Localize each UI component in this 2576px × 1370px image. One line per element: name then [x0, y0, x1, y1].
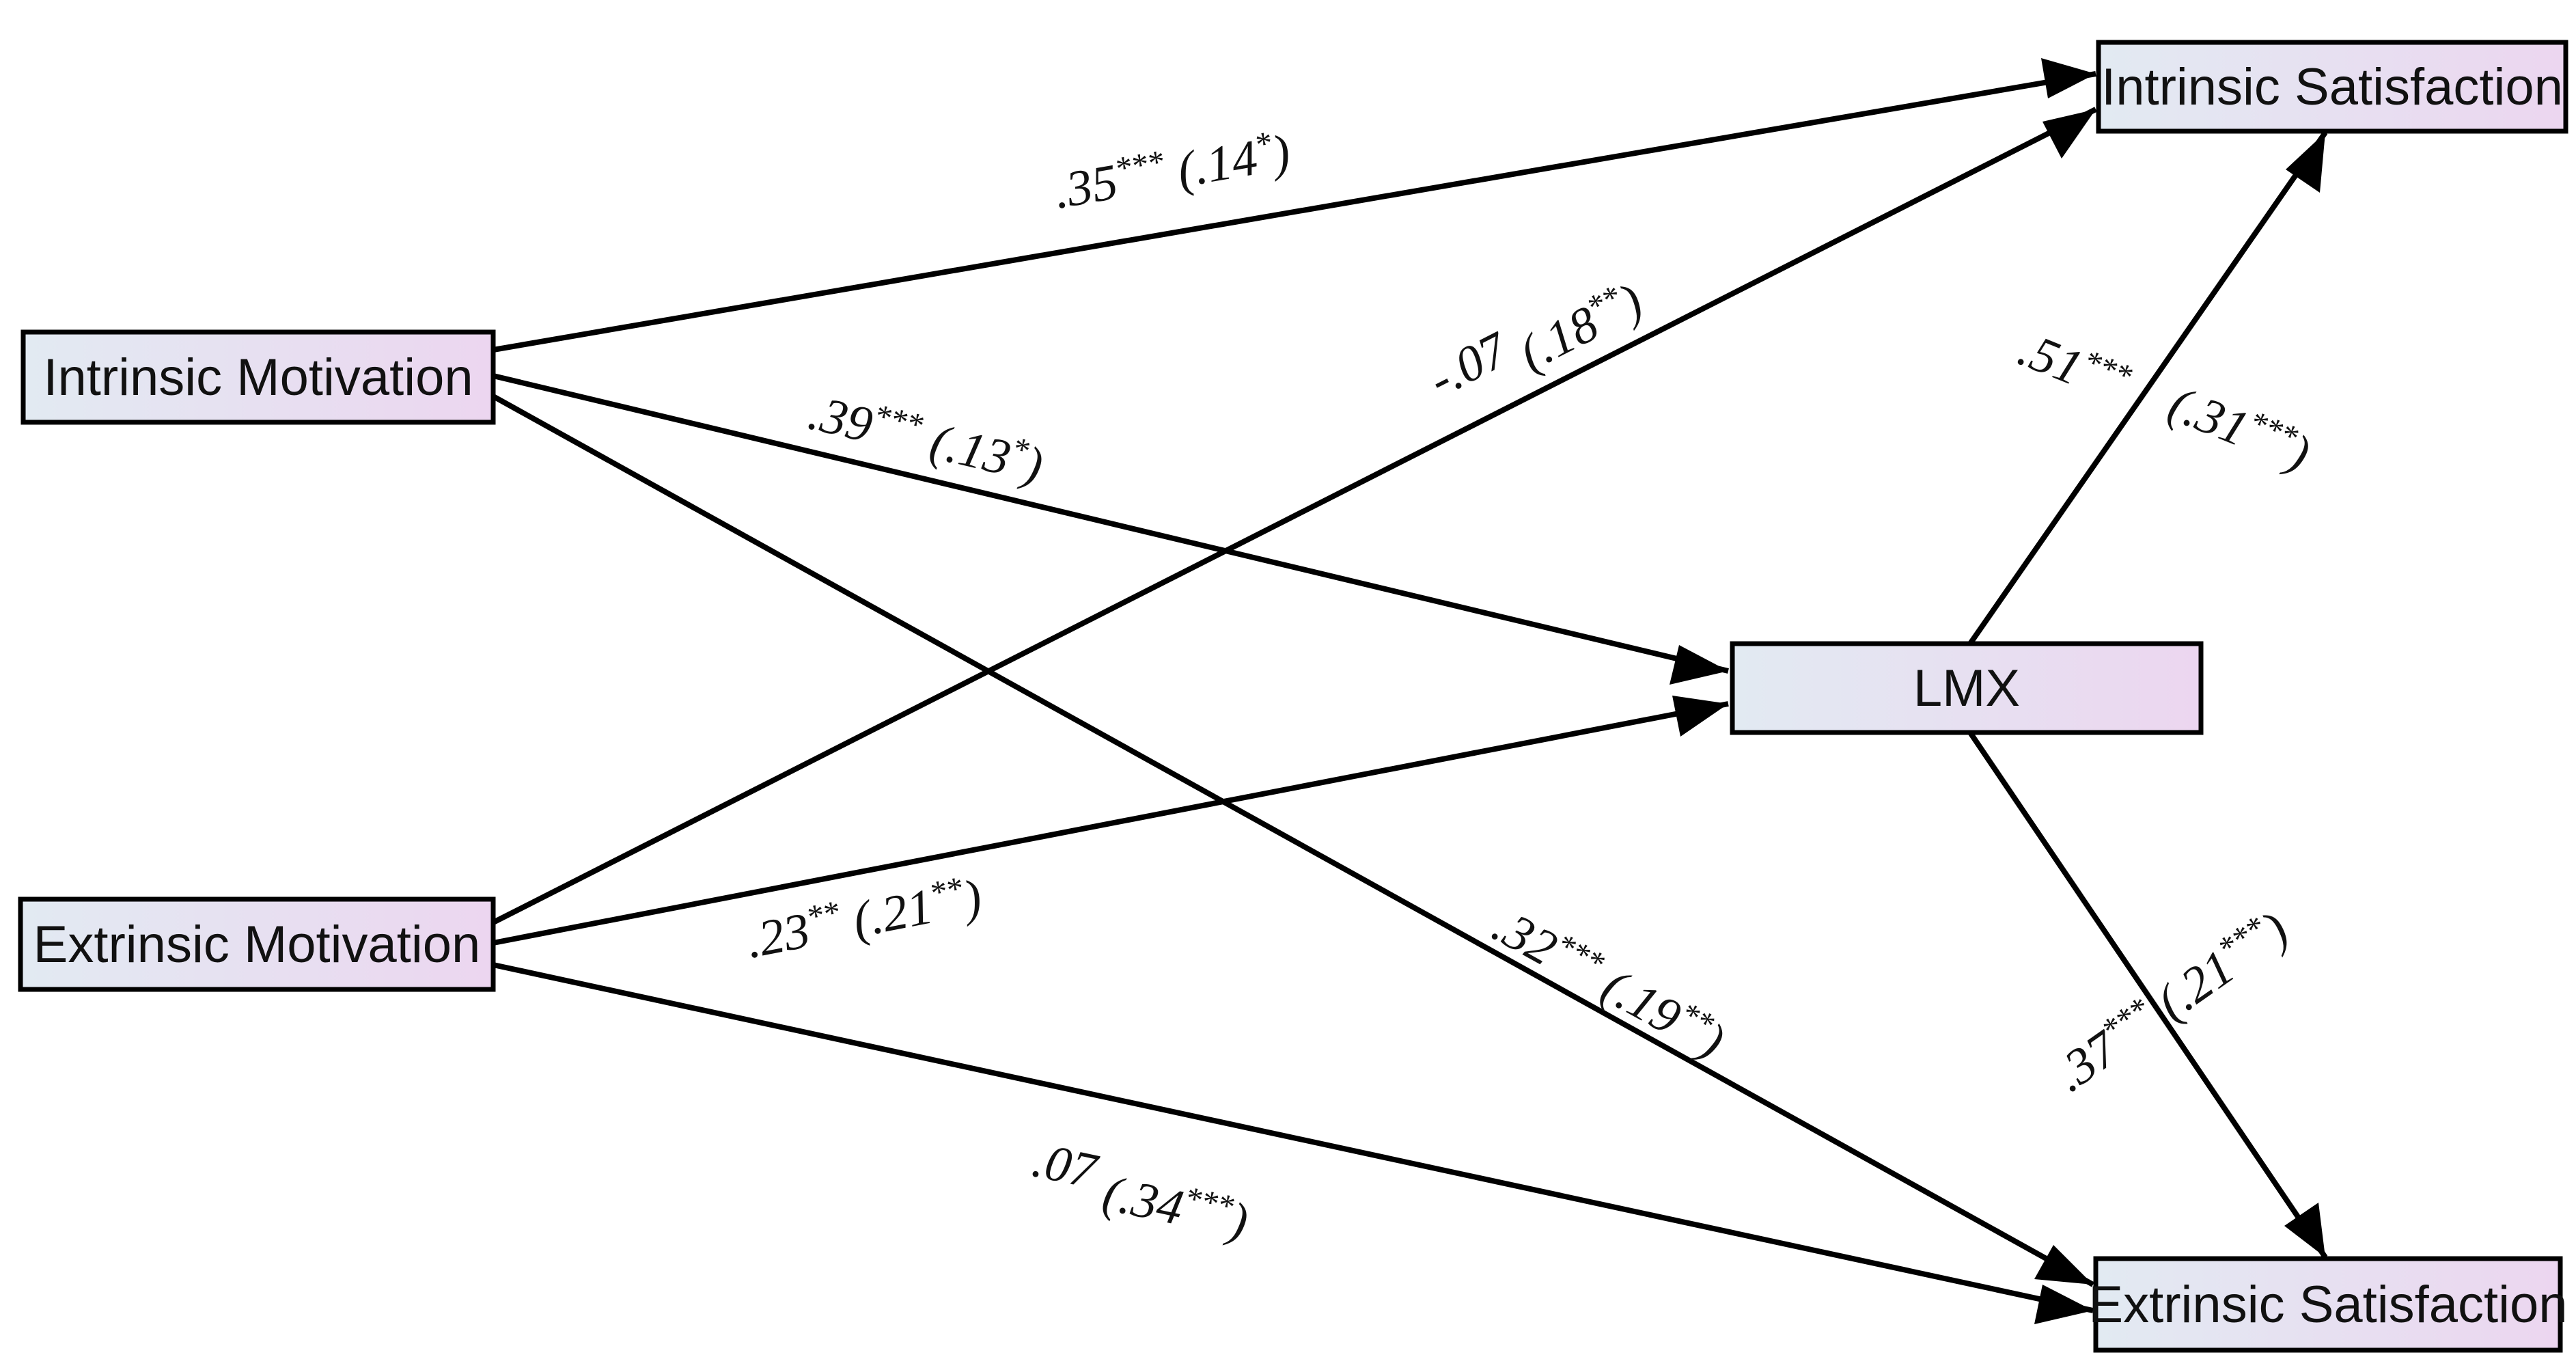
edge-lmx-to-intrinsic-satisfaction: [1967, 131, 2328, 646]
node-extrinsic-satisfaction[interactable]: Extrinsic Satisfaction: [2088, 1256, 2568, 1353]
edge-label-em-is: -.07 (.18**): [1419, 257, 1651, 424]
arrowhead-icon: [1672, 696, 1728, 737]
edge-extrinsic-motivation-to-extrinsic-satisfaction: [493, 962, 2094, 1313]
arrowhead-icon: [2284, 1203, 2325, 1257]
node-label-lmx: LMX: [1913, 659, 2020, 717]
node-label-intrinsic-satisfaction: Intrinsic Satisfaction: [2101, 58, 2563, 116]
edge-extrinsic-motivation-to-lmx: [493, 701, 1729, 946]
edge-label-lmx-is-indirect: (.31***): [2161, 374, 2318, 482]
edge-extrinsic-motivation-to-intrinsic-satisfaction: [492, 107, 2097, 925]
arrowhead-icon: [2041, 58, 2096, 98]
edge-label-lmx-es: .37*** (.21***): [2043, 900, 2299, 1103]
node-extrinsic-motivation[interactable]: Extrinsic Motivation: [18, 896, 496, 992]
edge-label-lmx-is-coef: .51***: [2011, 319, 2137, 415]
edge-lmx-to-extrinsic-satisfaction: [1967, 730, 2328, 1259]
arrowhead-icon: [2042, 109, 2096, 159]
edge-intrinsic-motivation-to-intrinsic-satisfaction: [493, 71, 2096, 353]
nodes: Intrinsic Motivation Extrinsic Motivatio…: [18, 40, 2568, 1353]
node-intrinsic-satisfaction[interactable]: Intrinsic Satisfaction: [2096, 40, 2568, 134]
node-label-intrinsic-motivation: Intrinsic Motivation: [43, 348, 473, 407]
node-intrinsic-motivation[interactable]: Intrinsic Motivation: [20, 329, 496, 425]
edge-label-im-es: .32*** (.19**): [1484, 896, 1734, 1070]
edges: [492, 58, 2328, 1324]
edge-label-em-es: .07 (.34***): [1024, 1132, 1256, 1250]
arrowhead-icon: [2286, 133, 2325, 193]
node-lmx[interactable]: LMX: [1730, 641, 2204, 735]
edge-intrinsic-motivation-to-lmx: [493, 373, 1729, 674]
arrowhead-icon: [2034, 1285, 2093, 1324]
arrowhead-icon: [2034, 1245, 2093, 1285]
arrowhead-icon: [1670, 645, 1728, 685]
node-label-extrinsic-motivation: Extrinsic Motivation: [33, 916, 481, 974]
edge-intrinsic-motivation-to-extrinsic-satisfaction: [492, 394, 2094, 1287]
edge-label-em-lmx: .23** (.21**): [741, 867, 986, 970]
edge-label-im-is: .35*** (.14*): [1049, 122, 1294, 220]
node-label-extrinsic-satisfaction: Extrinsic Satisfaction: [2088, 1276, 2567, 1334]
